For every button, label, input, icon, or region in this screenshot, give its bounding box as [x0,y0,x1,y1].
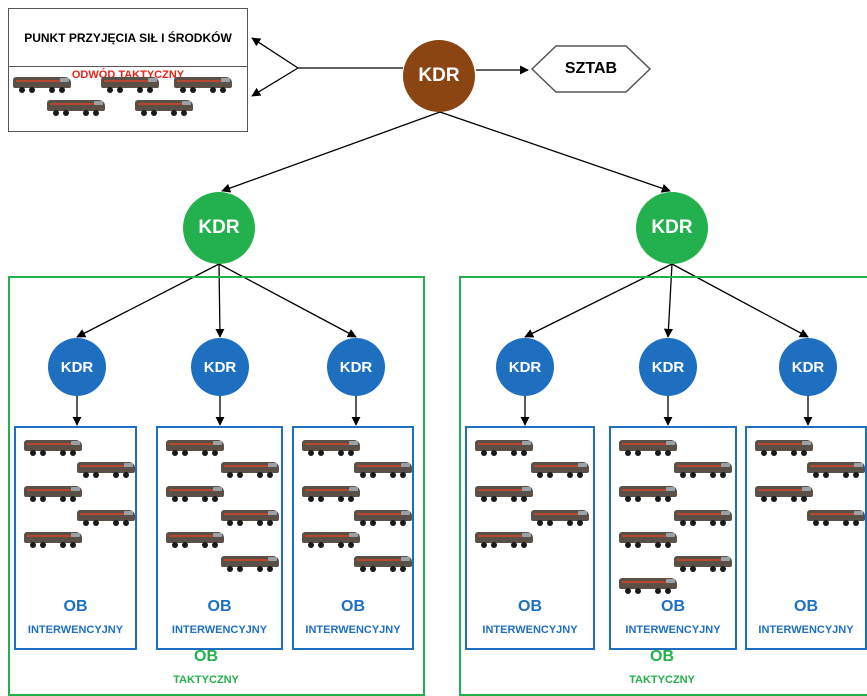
group-command-node-left: KDR [183,192,255,264]
fire-truck-icon [807,462,865,478]
unit-title: OB [661,598,685,615]
fire-truck-icon [13,77,71,93]
fire-truck-icon [77,462,135,478]
tactical-title-right: OB [650,648,674,665]
fire-truck-icon [354,510,412,526]
fire-truck-icon [174,77,232,93]
intervention-unit-box: OB INTERWENCYJNY [465,426,595,650]
connector-line [439,111,671,193]
staff-node: SZTAB [530,44,652,94]
connector-line [251,37,299,69]
fire-truck-icon [101,77,159,93]
unit-command-node: KDR [639,338,697,396]
fire-truck-icon [301,486,360,502]
unit-subtitle: INTERWENCYJNY [305,624,401,636]
connector-line [221,111,441,193]
fire-truck-icon [220,462,279,478]
unit-command-node: KDR [496,338,554,396]
unit-title: OB [341,598,365,615]
unit-subtitle: INTERWENCYJNY [482,624,578,636]
fire-truck-icon [674,462,733,478]
fire-truck-icon [619,486,678,502]
unit-command-node: KDR [191,338,249,396]
unit-title: OB [207,598,232,615]
main-command-node: KDR [403,40,475,112]
tactical-title-left: OB [194,648,218,665]
fire-truck-icon [166,440,225,456]
fire-truck-icon [807,510,865,526]
unit-title: OB [63,598,88,615]
staff-label: SZTAB [564,60,618,77]
unit-title: OB [794,598,818,615]
group-command-node-right: KDR [636,192,708,264]
unit-subtitle: INTERWENCYJNY [758,624,854,636]
fire-truck-icon [475,532,534,548]
fire-truck-icon [220,510,279,526]
reception-point-title: PUNKT PRZYJĘCIA SIŁ I ŚRODKÓW [9,9,247,67]
fire-truck-icon [77,510,135,526]
intervention-unit-box: OB INTERWENCYJNY [609,426,737,650]
fire-truck-icon [754,486,813,502]
staff-diamond-shape [530,45,652,93]
fire-truck-icon [166,486,225,502]
reception-point-box: PUNKT PRZYJĘCIA SIŁ I ŚRODKÓW ODWÓD TAKT… [8,8,248,132]
fire-truck-icon [531,510,590,526]
intervention-unit-box: OB INTERWENCYJNY [156,426,283,650]
unit-title: OB [518,598,542,615]
fire-truck-icon [475,440,534,456]
fire-truck-icon [47,100,105,116]
fire-truck-icon [354,462,412,478]
tactical-subtitle-left: TAKTYCZNY [173,674,239,686]
fire-truck-icon [674,556,733,572]
fire-truck-icon [23,486,82,502]
fire-truck-icon [220,556,279,572]
fire-truck-icon [531,462,590,478]
intervention-unit-box: OB INTERWENCYJNY [745,426,867,650]
fire-truck-icon [754,440,813,456]
unit-subtitle: INTERWENCYJNY [625,624,721,636]
fire-truck-icon [135,100,193,116]
unit-command-node: KDR [779,338,837,396]
fire-truck-icon [619,532,678,548]
unit-command-node: KDR [327,338,385,396]
unit-subtitle: INTERWENCYJNY [171,624,268,636]
fire-truck-icon [619,578,678,594]
connector-line [251,67,299,97]
unit-subtitle: INTERWENCYJNY [27,624,124,636]
intervention-unit-box: OB INTERWENCYJNY [14,426,137,650]
fire-truck-icon [674,510,733,526]
intervention-unit-box: OB INTERWENCYJNY [292,426,414,650]
fire-truck-icon [23,440,82,456]
fire-truck-icon [23,532,82,548]
fire-truck-icon [354,556,412,572]
unit-command-node: KDR [48,338,106,396]
tactical-subtitle-right: TAKTYCZNY [629,674,695,686]
fire-truck-icon [475,486,534,502]
fire-truck-icon [619,440,678,456]
fire-truck-icon [301,532,360,548]
fire-truck-icon [301,440,360,456]
fire-truck-icon [166,532,225,548]
